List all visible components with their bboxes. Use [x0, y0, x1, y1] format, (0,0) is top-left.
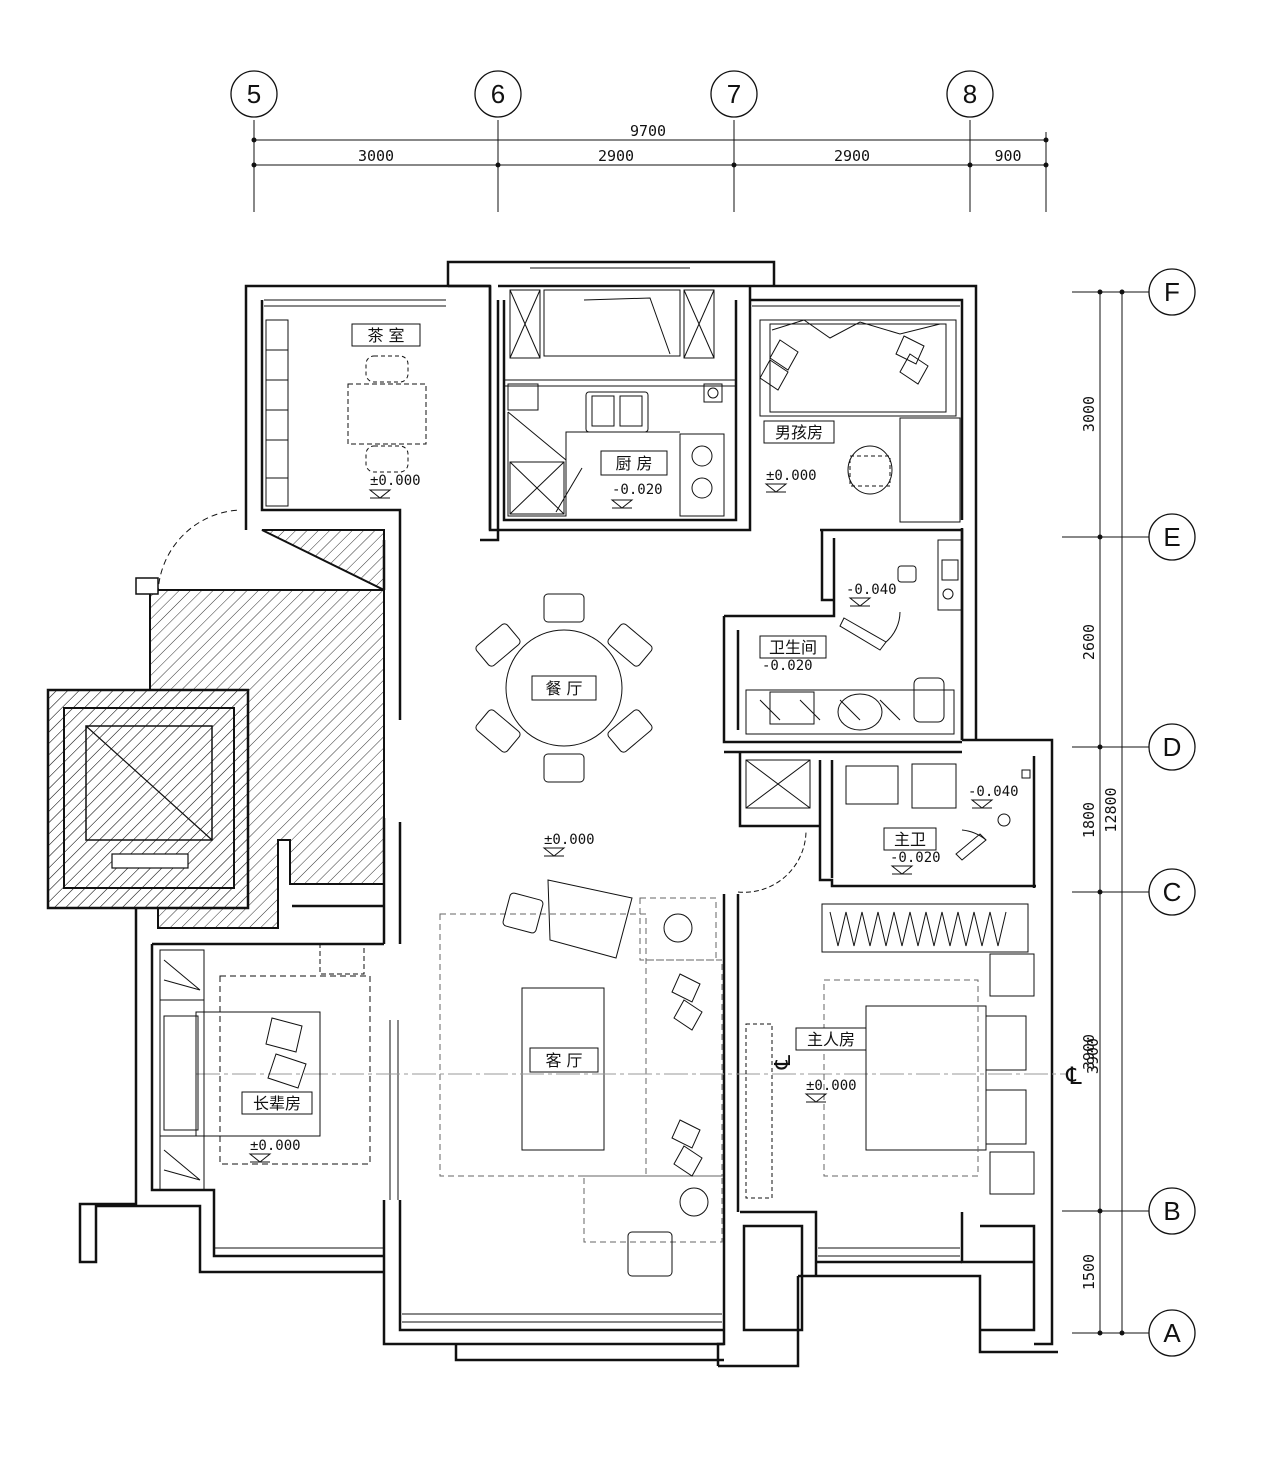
master-bath-label-box	[883, 827, 937, 851]
dim-right-seg-5: 1500	[1080, 1254, 1098, 1290]
level-marker-tea-room	[368, 489, 392, 499]
dim-right-seg-3: 1800	[1080, 802, 1098, 838]
level-tea-room: ±0.000	[370, 473, 421, 489]
room-label-bathroom: 卫生间	[769, 638, 817, 657]
bathroom-label-box	[759, 635, 827, 659]
room-label-kitchen: 厨 房	[615, 454, 652, 473]
room-label-tea-room: 茶 室	[367, 326, 404, 345]
level-marker-elder-room	[248, 1153, 272, 1163]
dim-top-total: 9700	[630, 122, 666, 140]
centerline-symbol-right: ℄	[1065, 1062, 1082, 1090]
level-dining: ±0.000	[544, 832, 595, 848]
dim-right-seg-1: 3000	[1080, 396, 1098, 432]
entry-door-swing	[737, 831, 807, 893]
room-label-living: 客 厅	[545, 1051, 582, 1070]
level-bathroom-upper: -0.040	[846, 582, 897, 598]
dining-table	[475, 593, 653, 783]
grid-column-8: 8	[963, 79, 977, 109]
grid-column-bubbles	[230, 70, 994, 118]
right-dimension-ticks	[1097, 289, 1125, 1336]
level-master-room: ±0.000	[806, 1078, 857, 1094]
living-room-solids	[389, 879, 709, 1277]
right-dimensions	[1062, 291, 1150, 1334]
level-marker-master-bath	[890, 865, 914, 875]
elder-room-label-box	[241, 1091, 313, 1115]
tea-room-furniture	[265, 319, 427, 507]
grid-row-d: D	[1163, 732, 1182, 762]
level-marker-master-room	[804, 1093, 828, 1103]
grid-column-5: 5	[247, 79, 261, 109]
kitchen-label-group	[600, 450, 668, 476]
dim-top-seg-1: 3000	[358, 147, 394, 165]
level-master-bath-upper: -0.040	[968, 784, 1019, 800]
dining-label-box	[531, 675, 597, 701]
dim-top-seg-2: 2900	[598, 147, 634, 165]
level-elder-room: ±0.000	[250, 1138, 301, 1154]
dim-top-seg-3: 2900	[834, 147, 870, 165]
grid-column-6: 6	[491, 79, 505, 109]
elder-room-furniture	[159, 943, 371, 1191]
boys-room-label-box	[763, 420, 835, 444]
level-marker-master-bath-upper	[970, 799, 994, 809]
level-marker-boys-room	[764, 483, 788, 493]
room-label-master-bath: 主卫	[894, 830, 926, 849]
living-label-box	[529, 1047, 599, 1073]
window-marks	[214, 267, 960, 1323]
grid-row-b: B	[1163, 1196, 1180, 1226]
grid-row-a: A	[1163, 1318, 1181, 1348]
dim-right-total: 12800	[1102, 787, 1120, 832]
room-label-dining: 餐 厅	[545, 679, 582, 698]
kitchen-fixtures	[504, 289, 736, 517]
grid-row-e: E	[1163, 522, 1180, 552]
exterior-walls	[78, 260, 1058, 1368]
grid-row-c: C	[1163, 877, 1182, 907]
dim-right-seg-4: 3900	[1080, 1034, 1098, 1070]
level-marker-kitchen	[610, 499, 634, 509]
bathroom-fixtures	[745, 539, 1031, 861]
centerline-symbol-left: ℄	[771, 1054, 796, 1070]
level-boys-room: ±0.000	[766, 468, 817, 484]
top-dimension-ticks	[251, 137, 1049, 168]
room-label-elder-room: 长辈房	[253, 1094, 301, 1113]
dim-top-seg-4: 900	[994, 147, 1021, 165]
dim-right-seg-2: 2600	[1080, 624, 1098, 660]
master-room-label-box	[795, 1027, 867, 1051]
grid-column-7: 7	[727, 79, 741, 109]
room-label-boys-room: 男孩房	[775, 423, 823, 442]
dim-centerline-3900: 3900	[1084, 1038, 1102, 1074]
stair-core-hatched	[46, 509, 385, 929]
room-label-master-room: 主人房	[807, 1030, 855, 1049]
living-room-furniture	[439, 897, 723, 1243]
master-room-furniture	[745, 903, 1035, 1199]
level-kitchen: -0.020	[612, 482, 663, 498]
boys-room-furniture	[759, 319, 961, 523]
level-marker-dining	[542, 847, 566, 857]
grid-row-bubbles	[1148, 268, 1196, 1357]
grid-row-f: F	[1164, 277, 1180, 307]
level-master-bath: -0.020	[890, 850, 941, 866]
level-bathroom: -0.020	[762, 658, 813, 674]
tea-room-label-box	[351, 323, 421, 347]
level-marker-bathroom-upper	[848, 597, 872, 607]
